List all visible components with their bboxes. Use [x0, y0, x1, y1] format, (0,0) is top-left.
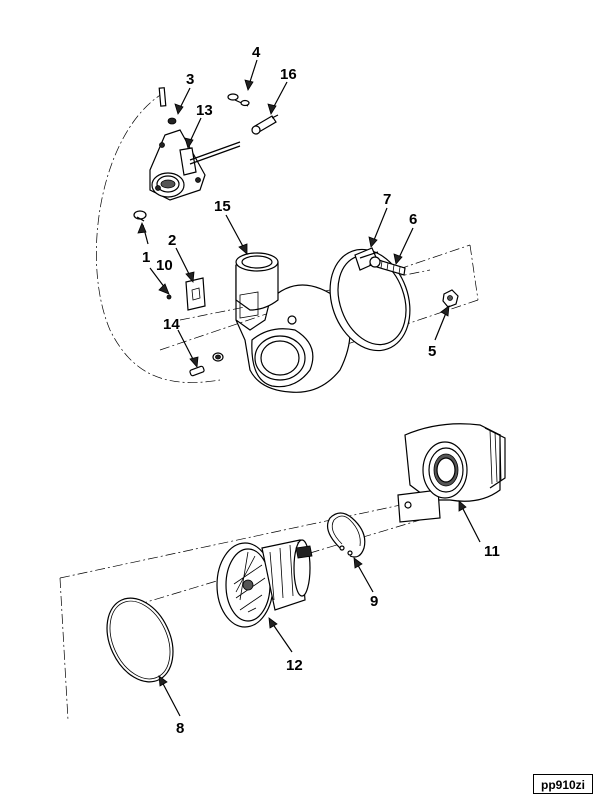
part-12-cartridge: [216, 539, 313, 628]
callout-5: 5: [428, 343, 436, 360]
part-9-retaining-ring: [327, 512, 366, 558]
callout-8: 8: [176, 720, 184, 737]
arrow-heads: [137, 79, 467, 687]
plug: [212, 352, 224, 362]
callout-16: 16: [280, 66, 297, 83]
figure-id-label: pp910zi: [533, 774, 593, 794]
part-3-nut: [167, 117, 177, 125]
callout-13: 13: [196, 102, 213, 119]
part-7-vband-clamp: [329, 247, 411, 352]
part-1-screw: [133, 210, 147, 222]
callout-7: 7: [383, 191, 391, 208]
callout-4: 4: [252, 44, 261, 61]
part-10-washer: [166, 294, 172, 300]
part-5-nut: [442, 289, 459, 308]
callout-labels: 1 2 3 4 5 6 7 8 9 10 11 12 13 14 15 16: [142, 44, 500, 737]
callout-10: 10: [156, 257, 173, 274]
part-16-rod-end: [251, 114, 279, 135]
callout-9: 9: [370, 593, 378, 610]
part-13-actuator: [149, 129, 241, 201]
callout-6: 6: [409, 211, 417, 228]
callout-3: 3: [186, 71, 194, 88]
callout-1: 1: [142, 249, 150, 266]
callout-12: 12: [286, 657, 303, 674]
part-8-oring: [106, 597, 174, 683]
callout-2: 2: [168, 232, 176, 249]
callout-11: 11: [484, 543, 500, 560]
part-6-bolt: [369, 256, 406, 276]
part-11-compressor-housing: [397, 423, 506, 523]
callout-15: 15: [214, 198, 231, 215]
part-4-clip: [227, 93, 250, 107]
part-15-turbine-housing: [235, 252, 351, 393]
part-14-dowel: [189, 365, 205, 377]
part-3-pin: [158, 87, 167, 107]
part-2-plate: [185, 277, 206, 311]
callout-14: 14: [163, 316, 180, 333]
